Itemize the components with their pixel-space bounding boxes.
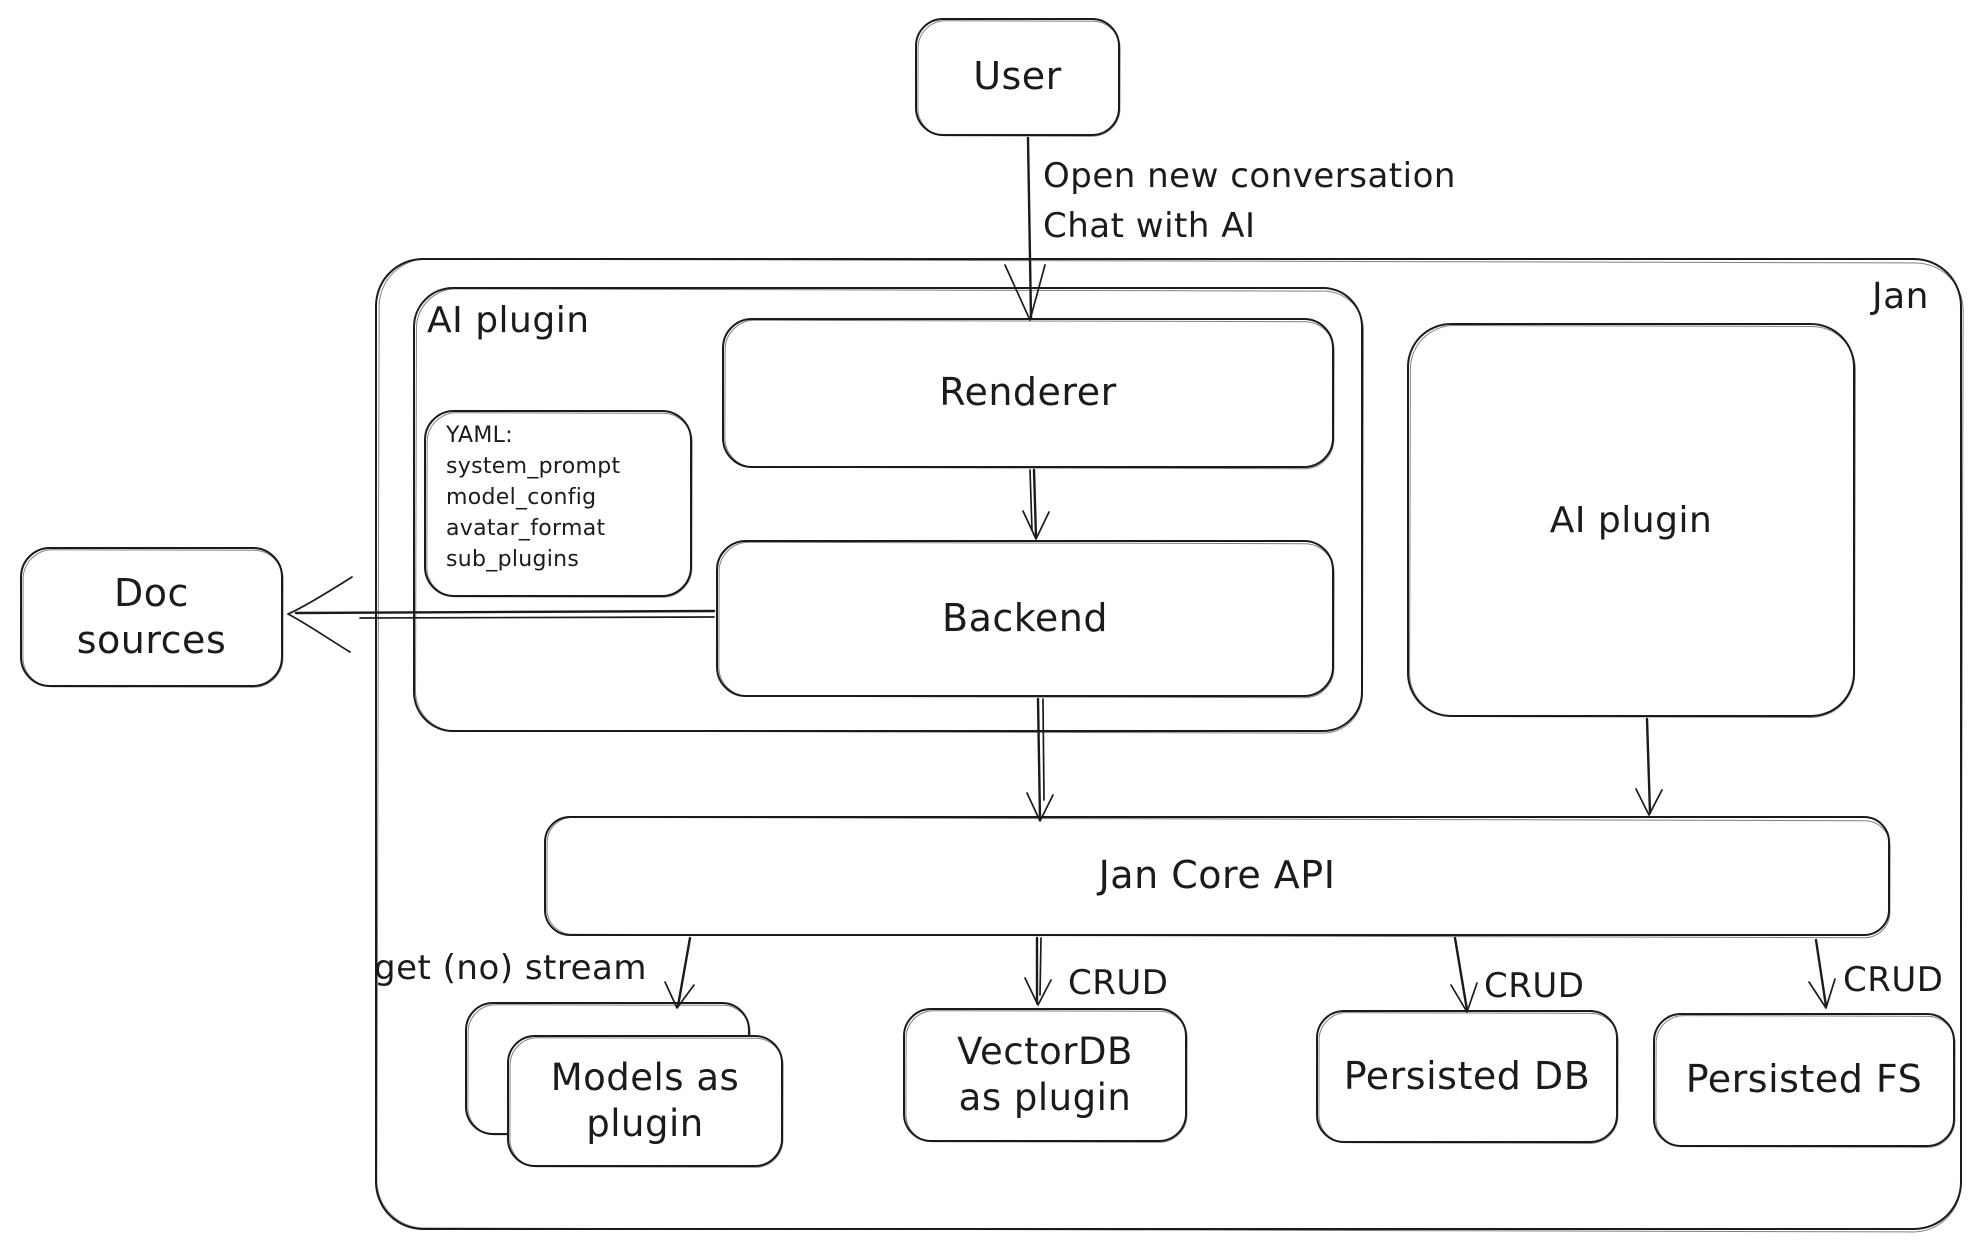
node-jan — [375, 258, 1962, 1230]
node-doc-sources: Doc sources — [20, 547, 283, 687]
node-user-label: User — [973, 54, 1062, 99]
edge-label-chat-with-ai: Chat with AI — [1043, 206, 1256, 246]
yaml-line: avatar_format — [446, 516, 606, 541]
node-user: User — [915, 18, 1120, 136]
yaml-line: system_prompt — [446, 454, 621, 479]
node-ai-plugin-right: AI plugin — [1407, 323, 1855, 717]
node-renderer-label: Renderer — [939, 370, 1117, 415]
node-jan-core-api-label: Jan Core API — [1098, 853, 1336, 898]
node-ai-plugin-container — [413, 287, 1363, 732]
node-vectordb-as-plugin-label: VectorDB as plugin — [957, 1029, 1133, 1119]
edge-label-crud-persisted-fs: CRUD — [1843, 960, 1944, 1000]
node-persisted-fs-label: Persisted FS — [1685, 1057, 1923, 1102]
node-yaml-note — [424, 410, 692, 597]
node-jan-core-api: Jan Core API — [544, 816, 1890, 936]
node-persisted-db-label: Persisted DB — [1343, 1053, 1591, 1098]
edge-label-get-no-stream: get (no) stream — [374, 948, 647, 988]
edge-label-open-new-conversation: Open new conversation — [1043, 156, 1456, 196]
node-persisted-fs: Persisted FS — [1653, 1013, 1955, 1147]
edge-label-crud-persisted-db: CRUD — [1484, 966, 1585, 1006]
node-ai-plugin-container-label: AI plugin — [427, 300, 590, 341]
node-models-as-plugin: Models as plugin — [507, 1035, 783, 1167]
node-renderer: Renderer — [722, 318, 1334, 468]
yaml-line: sub_plugins — [446, 547, 580, 572]
node-backend-label: Backend — [942, 595, 1108, 640]
node-doc-sources-label: Doc sources — [76, 570, 227, 663]
node-ai-plugin-right-label: AI plugin — [1549, 499, 1713, 541]
node-persisted-db: Persisted DB — [1316, 1010, 1618, 1143]
node-vectordb-as-plugin: VectorDB as plugin — [903, 1008, 1187, 1142]
yaml-line: YAML: — [446, 423, 513, 448]
node-models-as-plugin-label: Models as plugin — [550, 1055, 740, 1145]
node-jan-label: Jan — [1872, 276, 1929, 317]
node-yaml-note-text: YAML: system_prompt model_config avatar_… — [446, 420, 620, 575]
arrow-head — [287, 576, 353, 653]
node-backend: Backend — [716, 540, 1334, 697]
yaml-line: model_config — [446, 485, 597, 510]
edge-label-crud-vectordb: CRUD — [1068, 963, 1169, 1003]
